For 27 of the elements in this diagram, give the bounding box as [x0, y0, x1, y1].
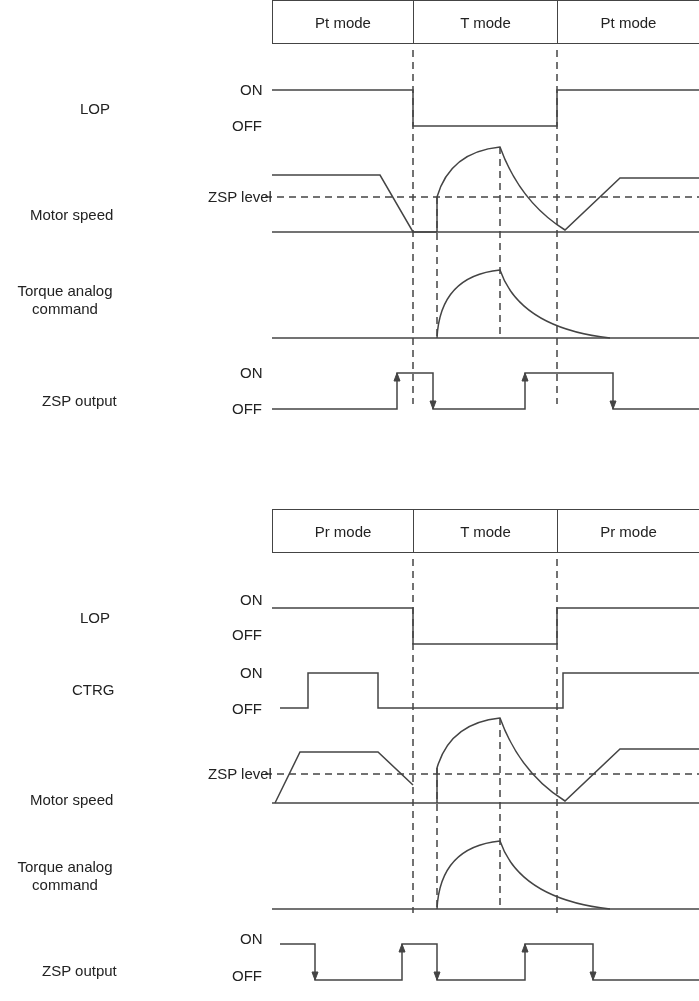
level-label: ZSP level: [208, 765, 272, 783]
state-label: ON: [240, 930, 263, 948]
state-label: ON: [240, 664, 263, 682]
signal-name: Torque analog command: [16, 858, 114, 894]
mode-header-cell: Pr mode: [272, 509, 414, 553]
signal-name: CTRG: [72, 681, 115, 699]
signal-name: Torque analog command: [16, 282, 114, 318]
state-label: OFF: [232, 117, 262, 135]
state-label: ON: [240, 364, 263, 382]
mode-header-cell: T mode: [413, 509, 558, 553]
state-label: ON: [240, 591, 263, 609]
signal-name: LOP: [80, 609, 110, 627]
state-label: OFF: [232, 626, 262, 644]
state-label: OFF: [232, 400, 262, 418]
mode-header-cell: T mode: [413, 0, 558, 44]
state-label: OFF: [232, 700, 262, 718]
signal-name: ZSP output: [42, 962, 117, 980]
mode-header-cell: Pt mode: [272, 0, 414, 44]
signal-name: Motor speed: [30, 791, 114, 809]
signal-name: ZSP output: [42, 392, 117, 410]
level-label: ZSP level: [208, 188, 272, 206]
mode-header-cell: Pt mode: [557, 0, 699, 44]
state-label: OFF: [232, 967, 262, 985]
signal-name: Motor speed: [30, 206, 114, 224]
signal-name: LOP: [80, 100, 110, 118]
state-label: ON: [240, 81, 263, 99]
mode-header-cell: Pr mode: [557, 509, 699, 553]
